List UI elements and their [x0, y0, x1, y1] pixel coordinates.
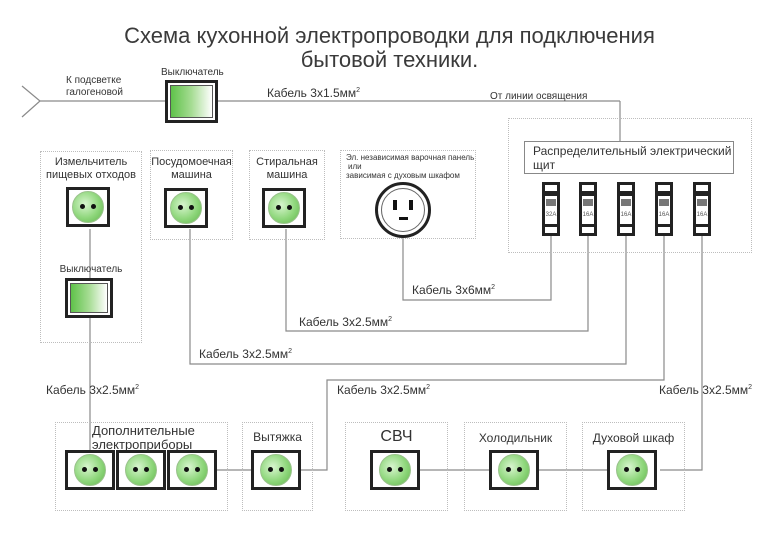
dishwasher-label-1: Посудомоечная — [151, 156, 232, 168]
distribution-panel-area — [508, 118, 752, 253]
breaker-rating: 32A — [545, 212, 557, 218]
cable-label-text: Кабель 3x2.5мм — [199, 347, 289, 361]
dishwasher-area — [150, 150, 233, 240]
oven-area — [582, 422, 685, 511]
hob-area — [340, 150, 476, 239]
switch-icon — [70, 283, 108, 313]
extra-socket-1[interactable] — [65, 450, 115, 490]
cable-label-left: Кабель 3x2.5мм2 — [46, 383, 139, 397]
hob-power-socket[interactable] — [375, 182, 431, 238]
socket-icon — [616, 454, 648, 486]
top-switch-label: Выключатель — [161, 67, 224, 78]
hob-wire — [402, 236, 552, 301]
socket-icon — [498, 454, 530, 486]
cable-label-washer: Кабель 3x2.5мм2 — [299, 315, 392, 329]
grinder-switch-label: Выключатель — [59, 264, 123, 275]
lighting-line-label: От линии освящения — [490, 91, 588, 102]
washer-label-1: Стиральная — [256, 156, 318, 168]
cable-label-text: Кабель 3x2.5мм — [337, 383, 427, 397]
cable-label-sup: 2 — [426, 384, 431, 391]
oven-socket[interactable] — [607, 450, 657, 490]
cable-label-dishwasher: Кабель 3x2.5мм2 — [199, 347, 292, 361]
diagram-title-line-1: Схема кухонной электропроводки для подкл… — [124, 23, 655, 48]
oven-wire — [660, 236, 703, 471]
cable-label-text: Кабель 3x2.5мм — [299, 315, 389, 329]
extra-label-2: электроприборы — [92, 437, 193, 452]
hob-label-1: Эл. независимая варочная панель — [346, 153, 475, 162]
dishwasher-socket[interactable] — [164, 188, 208, 228]
fridge-area — [464, 422, 567, 511]
hood-wire — [300, 236, 665, 471]
power-socket-icon — [381, 188, 425, 232]
grinder-label-1: Измельчитель — [54, 156, 128, 168]
cable-label-sup: 2 — [748, 384, 753, 391]
washer-wire — [285, 229, 589, 332]
oven-label: Духовой шкаф — [592, 431, 675, 445]
socket-icon — [268, 192, 300, 224]
socket-icon — [379, 454, 411, 486]
cable-label-text: Кабель 3x1.5мм — [267, 86, 357, 100]
halogen-label-line-2: галогеновой — [66, 87, 123, 98]
top-light-switch[interactable] — [165, 80, 218, 123]
hob-label-3: зависимая с духовым шкафом — [346, 171, 460, 180]
cable-label-sup: 2 — [288, 348, 293, 355]
breaker-rating: 16A — [658, 212, 670, 218]
socket-icon — [176, 454, 208, 486]
microwave-label: СВЧ — [380, 428, 413, 445]
halogen-label-line-1: К подсветке — [66, 75, 122, 86]
halogen-fork — [21, 85, 41, 118]
grinder-switch[interactable] — [65, 278, 113, 318]
cable-label-sup: 2 — [491, 284, 496, 291]
extra-appliances-area — [55, 422, 228, 511]
extra-socket-2[interactable] — [116, 450, 166, 490]
cable-label-text: Кабель 3x6мм — [412, 283, 492, 297]
hood-label: Вытяжка — [253, 430, 302, 444]
cable-label-right: Кабель 3x2.5мм2 — [659, 383, 752, 397]
grinder-label-2: пищевых отходов — [46, 169, 136, 181]
hood-area — [242, 422, 313, 511]
grinder-socket[interactable] — [66, 187, 110, 227]
breaker-3[interactable]: 16A — [617, 182, 635, 236]
breaker-5[interactable]: 16A — [693, 182, 711, 236]
extra-socket-3[interactable] — [167, 450, 217, 490]
washer-socket[interactable] — [262, 188, 306, 228]
dishwasher-label-2: машина — [171, 169, 212, 181]
breaker-1[interactable]: 32A — [542, 182, 560, 236]
breaker-rating: 16A — [620, 212, 632, 218]
breaker-2[interactable]: 16A — [579, 182, 597, 236]
dishwasher-wire — [189, 229, 627, 365]
distribution-panel-label: Распределительный электрический щит — [524, 141, 734, 174]
extra-label-1: Дополнительные — [92, 423, 195, 438]
socket-icon — [170, 192, 202, 224]
fridge-socket[interactable] — [489, 450, 539, 490]
microwave-socket[interactable] — [370, 450, 420, 490]
cable-label-sup: 2 — [135, 384, 140, 391]
breaker-4[interactable]: 16A — [655, 182, 673, 236]
socket-slot — [393, 200, 397, 210]
cable-label-text: Кабель 3x2.5мм — [659, 383, 749, 397]
socket-ground — [399, 217, 408, 220]
cable-label-top: Кабель 3x1.5мм2 — [267, 86, 360, 100]
washer-label-2: машина — [266, 169, 308, 181]
socket-icon — [125, 454, 157, 486]
microwave-area — [345, 422, 448, 511]
breaker-rating: 16A — [696, 212, 708, 218]
hood-socket[interactable] — [251, 450, 301, 490]
socket-icon — [260, 454, 292, 486]
grinder-area — [40, 151, 142, 343]
switch-icon — [170, 85, 213, 118]
cable-label-sup: 2 — [388, 316, 393, 323]
fridge-label: Холодильник — [478, 431, 553, 445]
cable-label-sup: 2 — [356, 87, 361, 94]
diagram-title-line-2: бытовой техники. — [300, 47, 479, 72]
cable-label-text: Кабель 3x2.5мм — [46, 383, 136, 397]
socket-icon — [74, 454, 106, 486]
washer-area — [249, 150, 325, 240]
cable-label-hood-line: Кабель 3x2.5мм2 — [337, 383, 430, 397]
breaker-rating: 16A — [582, 212, 594, 218]
socket-icon — [72, 191, 104, 223]
hob-label-2: или — [348, 162, 362, 171]
socket-slot — [409, 200, 413, 210]
cable-label-hob: Кабель 3x6мм2 — [412, 283, 495, 297]
